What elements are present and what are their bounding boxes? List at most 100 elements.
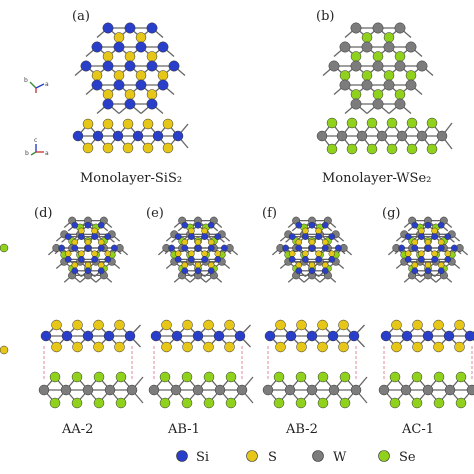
panel-d-side-sis2-si-atom (61, 330, 73, 342)
panel-g-side-wse2-w-atom (444, 384, 456, 396)
panel-b-top-w-atom (394, 22, 406, 34)
panel-f-side-sis2-si-atom (285, 330, 297, 342)
panel-e-top-sis2-si-atom (181, 267, 189, 275)
panel-d-top-sis2-si-atom (91, 233, 98, 240)
panel-d-side-wse2-se-atom (115, 397, 127, 409)
panel-b-top-se-atom (372, 51, 384, 62)
panel-g-top-sis2-si-atom (404, 233, 412, 240)
panel-e-side-wse2-w-atom (214, 384, 226, 396)
panel-f-top-sis2-si-atom (295, 267, 303, 275)
panel-d-top-sis2-si-atom (91, 256, 98, 263)
panel-g-side-wse2-se-atom (411, 371, 423, 383)
panel-f-top-sis2-si-atom (308, 221, 316, 229)
panel-b-top-se-atom (383, 70, 395, 81)
panel-e-side-wse2-w-atom (192, 384, 204, 396)
panel-e-caption: AB-1 (167, 422, 200, 437)
panel-a-side-s-atom (102, 118, 114, 130)
panel-e-top-sis2-s-atom (207, 261, 215, 269)
panel-e-side-wse2-se-atom (159, 397, 171, 409)
panel-e-side-wse2-se-atom (203, 397, 215, 409)
panel-e-top-sis2-si-atom (207, 267, 215, 275)
panel-f-top-sis2-si-atom (302, 256, 309, 263)
panel-f-label: (f) (262, 206, 277, 221)
panel-f-top-sis2-s-atom (308, 261, 316, 269)
panel-g-side-wse2-se-atom (411, 397, 423, 409)
panel-e-side-wse2-se-atom (181, 397, 193, 409)
legend-si-label: Si (196, 450, 209, 465)
panel-e-top-sis2-si-atom (174, 256, 182, 263)
panel-b-side-se-atom (386, 117, 398, 129)
panel-d-top-sis2-si-atom (78, 256, 85, 263)
panel-g-side-wse2-w-atom (422, 384, 434, 396)
legend: Si S W Se (176, 450, 416, 465)
panel-b-top-se-atom (339, 70, 351, 81)
panel-b-side-w-atom (356, 130, 368, 142)
panel-b-label: (b) (316, 9, 334, 24)
panel-f-side-wse2-se-atom (317, 397, 329, 409)
panel-a-side-si-atom (172, 130, 184, 142)
panel-d-side-sis2-s-atom (114, 341, 125, 353)
panel-d-top-sis2-si-atom (71, 267, 79, 275)
panel-f-top-sis2-si-atom (302, 233, 309, 240)
panel-d-top-sis2-s-atom (91, 227, 98, 235)
panel-a-top-si-atom (124, 98, 136, 110)
panel-a-top-s-atom (124, 89, 136, 100)
panel-g-top-sis2-s-atom (437, 261, 445, 269)
axis-a2-label: a (45, 150, 49, 157)
panel-d-top-sis2-si-atom (111, 244, 118, 252)
panel-b-top-w-atom (383, 79, 395, 91)
panel-e-side-wse2-se-atom (225, 397, 237, 409)
panel-d-side-sis2-si-atom (82, 330, 94, 342)
panel-a-top-s-atom (135, 32, 147, 43)
panel-g-top-sis2-s-atom (444, 250, 452, 257)
panel-e-side-sis2-s-atom (161, 319, 172, 331)
panel-a-top-s-atom (102, 89, 114, 100)
panel-g-top-sis2-si-atom (411, 244, 419, 252)
panel-g-side-wse2-se-atom (433, 397, 445, 409)
panel-b-top-w-atom (405, 79, 417, 91)
panel-b-top-w-atom (350, 60, 362, 72)
panel-f-top-sis2-si-atom (328, 233, 336, 240)
panel-d-top-sis2-si-atom (58, 244, 65, 252)
panel-f-side-wse2-w-atom (350, 384, 362, 396)
panel-e-side-wse2-w-atom (148, 384, 160, 396)
legend-si-marker (176, 450, 188, 462)
panel-e-side-sis2-si-atom (192, 330, 204, 342)
panel-g-side-wse2-se-atom (389, 371, 401, 383)
panel-b-side-se-atom (426, 143, 438, 155)
axis-triad-side: c b a (25, 137, 49, 157)
panel-e-side-sis2-s-atom (224, 319, 235, 331)
panel-a-top-si-atom (91, 79, 103, 91)
panel-d-side-wse2-se-atom (49, 371, 61, 383)
panel-a-top-s-atom (113, 32, 125, 43)
panel-f-side-sis2-si-atom (264, 330, 276, 342)
panel-a-top-si-atom (102, 60, 114, 72)
panel-e-top-sis2-si-atom (188, 233, 195, 240)
panel-f-top-sis2-si-atom (308, 244, 316, 252)
panel-a-side-s-atom (162, 142, 174, 154)
panel-d-top-sis2-si-atom (64, 256, 72, 263)
axis-b2-label: b (25, 150, 29, 157)
panel-d-top-sis2-s-atom (71, 239, 79, 246)
panel-b-top-w-atom (394, 60, 406, 72)
panel-e-top-sis2-s-atom (181, 261, 189, 269)
panel-b-caption: Monolayer-WSe₂ (322, 171, 431, 186)
axis-triad-top: b a (24, 77, 49, 93)
panel-g-side-wse2-se-atom (455, 397, 467, 409)
panel-f-side-wse2-se-atom (339, 371, 351, 383)
panel-d-top-sis2-si-atom (71, 221, 79, 229)
panel-e-top-sis2-s-atom (188, 250, 195, 257)
panel-a-side-si-atom (92, 130, 104, 142)
panel-f-side-wse2-w-atom (284, 384, 296, 396)
panel-e-side-sis2-s-atom (182, 341, 193, 353)
panel-b-top-se-atom (361, 32, 373, 43)
panel-f-side-sis2-s-atom (338, 341, 349, 353)
panel-e-top-sis2-si-atom (221, 244, 228, 252)
panel-d-top-sis2-s-atom (84, 239, 92, 246)
panel-g-top-sis2-si-atom (431, 256, 438, 263)
panel-g-top-sis2-s-atom (418, 250, 425, 257)
panel-b-top-w-atom (361, 79, 373, 91)
panel-e-side-sis2-si-atom (150, 330, 162, 342)
panel-g-side-sis2-s-atom (412, 319, 423, 331)
axis-c-label: c (34, 137, 37, 144)
